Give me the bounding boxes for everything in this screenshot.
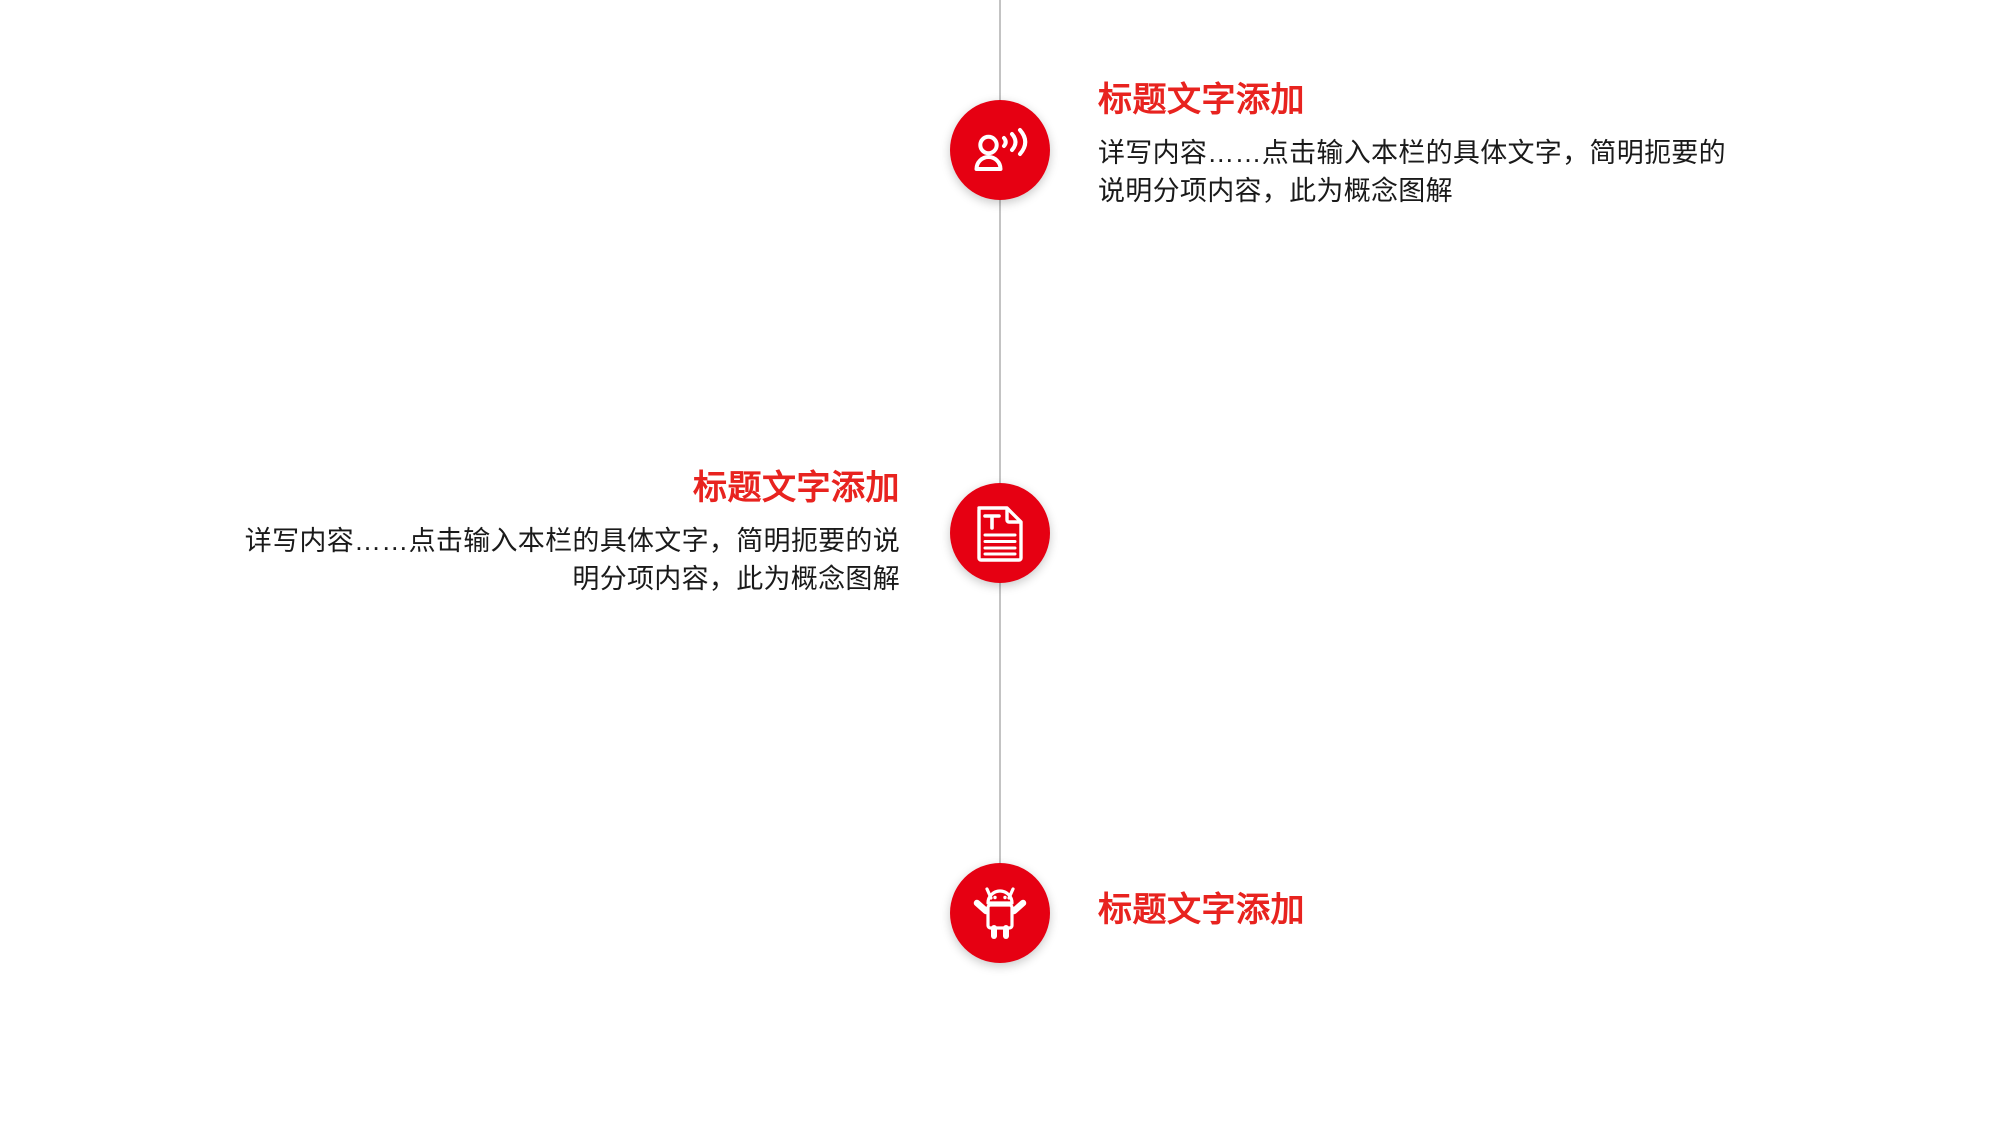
timeline-axis-line — [999, 0, 1001, 915]
timeline-node-1[interactable] — [950, 100, 1050, 200]
timeline-node-2[interactable] — [950, 483, 1050, 583]
android-robot-icon — [970, 884, 1030, 942]
timeline-item-2-title: 标题文字添加 — [693, 469, 900, 507]
person-broadcast-icon — [971, 121, 1029, 179]
timeline-item-1-body: 详写内容……点击输入本栏的具体文字，简明扼要的说明分项内容，此为概念图解 — [1098, 138, 1726, 207]
timeline-item-1-title: 标题文字添加 — [1098, 81, 1305, 119]
timeline-item-1-text: 标题文字添加 详写内容……点击输入本栏的具体文字，简明扼要的说明分项内容，此为概… — [1098, 80, 1738, 211]
timeline-item-2-text: 标题文字添加 详写内容……点击输入本栏的具体文字，简明扼要的说明分项内容，此为概… — [220, 468, 900, 599]
timeline-item-2-body: 详写内容……点击输入本栏的具体文字，简明扼要的说明分项内容，此为概念图解 — [244, 526, 900, 595]
timeline-item-3-text: 标题文字添加 — [1098, 893, 1738, 927]
timeline-item-3-title: 标题文字添加 — [1098, 891, 1305, 929]
timeline-node-3[interactable] — [950, 863, 1050, 963]
text-document-icon — [973, 504, 1027, 562]
